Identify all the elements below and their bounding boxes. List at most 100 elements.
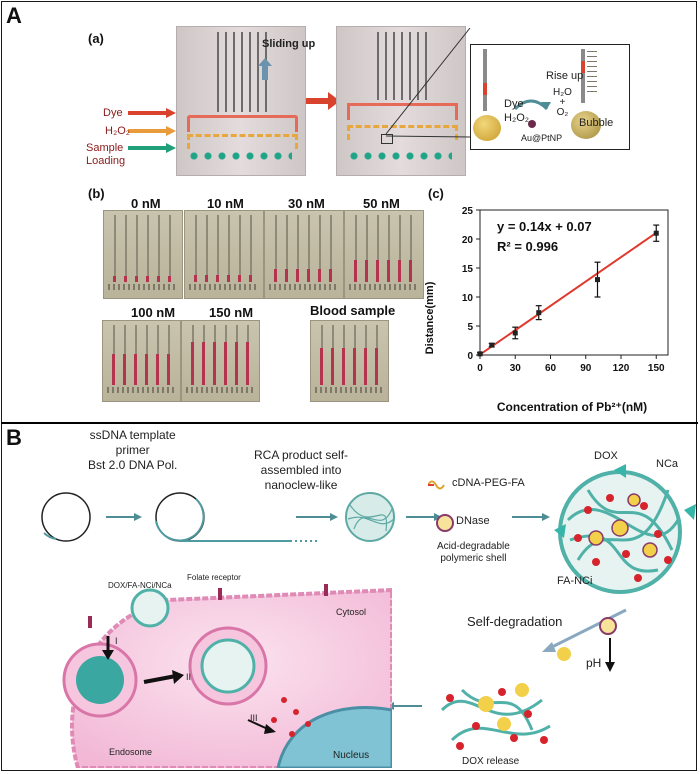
- product-label: H₂O + O₂: [553, 87, 572, 118]
- zoom-h2o2-label: H₂O₂: [504, 112, 530, 124]
- dox-release-cluster: [440, 683, 551, 750]
- well-before: [473, 115, 501, 141]
- h2o2-track: [187, 134, 298, 149]
- photo-caption-6: Blood sample: [310, 303, 396, 318]
- dox-label: DOX: [594, 450, 618, 462]
- dye-label: Dye: [103, 107, 123, 119]
- data-point-0: [477, 351, 483, 357]
- step-i-label: I: [115, 636, 118, 646]
- photo-caption-2: 30 nM: [288, 196, 325, 211]
- x-tick-label-2: 60: [545, 363, 557, 374]
- dnase-icon: [436, 514, 454, 532]
- y-tick-label-2: 10: [462, 293, 474, 304]
- y-tick-label-3: 15: [462, 264, 474, 275]
- y-axis-label: Distance(mm): [424, 281, 436, 354]
- rise-up-label: Rise up: [546, 70, 584, 82]
- cdna-label: cDNA-PEG-FA: [452, 477, 525, 489]
- data-point-4: [595, 277, 600, 283]
- zoom-box: [381, 134, 393, 144]
- y-tick-label-1: 5: [467, 322, 473, 333]
- y-tick-label-4: 20: [462, 235, 474, 246]
- data-point-2: [512, 330, 518, 336]
- fit-equation: y = 0.14x + 0.07: [497, 219, 592, 234]
- nucleus-shape: [276, 706, 392, 768]
- bubble-label: Bubble: [579, 117, 614, 129]
- fanci-label: FA-NCi: [557, 575, 593, 587]
- dye-track: [187, 115, 298, 132]
- zoom-dye-label: Dye: [504, 98, 524, 110]
- nucleus-label: Nucleus: [333, 750, 370, 761]
- circular-template: [41, 492, 91, 542]
- data-point-5: [653, 230, 659, 236]
- panel-b-label: B: [6, 425, 22, 450]
- sample-track: [187, 151, 292, 161]
- chip-channels: [217, 32, 267, 112]
- step-iii-label: III: [250, 713, 258, 723]
- x-axis-label: Concentration of Pb²⁺(nM): [497, 400, 647, 414]
- strip-photo-1: [184, 210, 264, 299]
- ruler: [587, 51, 597, 93]
- sliding-up-arrow: [258, 58, 272, 80]
- cytosol-label: Cytosol: [336, 607, 367, 617]
- dye-arrow: [128, 108, 176, 118]
- subpanel-c-label: (c): [428, 186, 444, 201]
- strip-photo-0: [103, 210, 183, 299]
- catalyst-dot: [528, 120, 536, 128]
- dnase-label: DNase: [456, 515, 490, 527]
- endosome-label: Endosome: [109, 747, 153, 757]
- data-point-3: [536, 310, 542, 316]
- zoom-panel: [470, 44, 630, 150]
- nca-label: NCa: [656, 458, 679, 470]
- subpanel-b-label: (b): [88, 186, 105, 201]
- x-tick-label-4: 120: [613, 363, 630, 374]
- sample-loading-label: Sample Loading: [86, 142, 126, 167]
- strip-photo-2: [264, 210, 344, 299]
- photo-caption-1: 10 nM: [207, 196, 244, 211]
- y-tick-label-0: 0: [467, 351, 473, 362]
- self-degradation-label: Self-degradation: [467, 614, 563, 629]
- h2o2-label: H₂O₂: [105, 125, 131, 137]
- chip-arrows: [128, 108, 176, 153]
- cell-diagram: [62, 584, 392, 768]
- sliding-up-label: Sliding up: [262, 38, 316, 50]
- plot-frame: [479, 209, 669, 356]
- nanoparticle: [554, 464, 696, 594]
- transition-arrow: [306, 92, 340, 110]
- strip-photo-4: [102, 320, 181, 402]
- x-tick-label-0: 0: [477, 363, 483, 374]
- data-point-1: [489, 342, 495, 348]
- chip-after: [336, 26, 466, 176]
- panel-a-label: A: [6, 3, 22, 28]
- sample-arrow: [128, 143, 176, 153]
- photo-caption-5: 150 nM: [209, 305, 254, 320]
- step1-label: ssDNA template primer Bst 2.0 DNA Pol.: [88, 428, 178, 472]
- degradation-arrows: [542, 608, 627, 672]
- fit-line: [479, 231, 657, 356]
- step2-label: RCA product self- assembled into nanocle…: [254, 448, 349, 492]
- x-tick-label-3: 90: [580, 363, 592, 374]
- pb-calibration-chart: y = 0.14x + 0.07 R² = 0.996 Distance(mm)…: [424, 206, 669, 414]
- ph-label: pH: [586, 656, 602, 670]
- strip-photo-3: [344, 210, 424, 299]
- strip-photo-5: [181, 320, 260, 402]
- h2o2-arrow: [128, 126, 176, 136]
- subpanel-a-label: (a): [88, 31, 104, 46]
- step-ii-label: II: [186, 672, 192, 682]
- folate-receptor-label: Folate receptor: [187, 573, 241, 582]
- shell-label: Acid-degradable polymeric shell: [437, 541, 510, 564]
- panel-divider: [1, 422, 698, 424]
- photo-caption-0: 0 nM: [131, 196, 161, 211]
- zoom-lines: [385, 28, 471, 138]
- chip-before: [176, 26, 306, 176]
- photo-caption-4: 100 nM: [131, 305, 176, 320]
- dox-release-label: DOX release: [462, 756, 520, 767]
- photo-caption-3: 50 nM: [363, 196, 400, 211]
- strip-photo-6: [310, 320, 389, 402]
- cell-complex-label: DOX/FA-NCi/NCa: [108, 581, 172, 590]
- y-tick-label-5: 25: [462, 206, 474, 217]
- assembly-flow: [41, 492, 550, 542]
- x-tick-label-5: 150: [648, 363, 665, 374]
- catalyst-label: Au@PtNP: [521, 133, 563, 143]
- cdna-strand-icon: [428, 480, 445, 490]
